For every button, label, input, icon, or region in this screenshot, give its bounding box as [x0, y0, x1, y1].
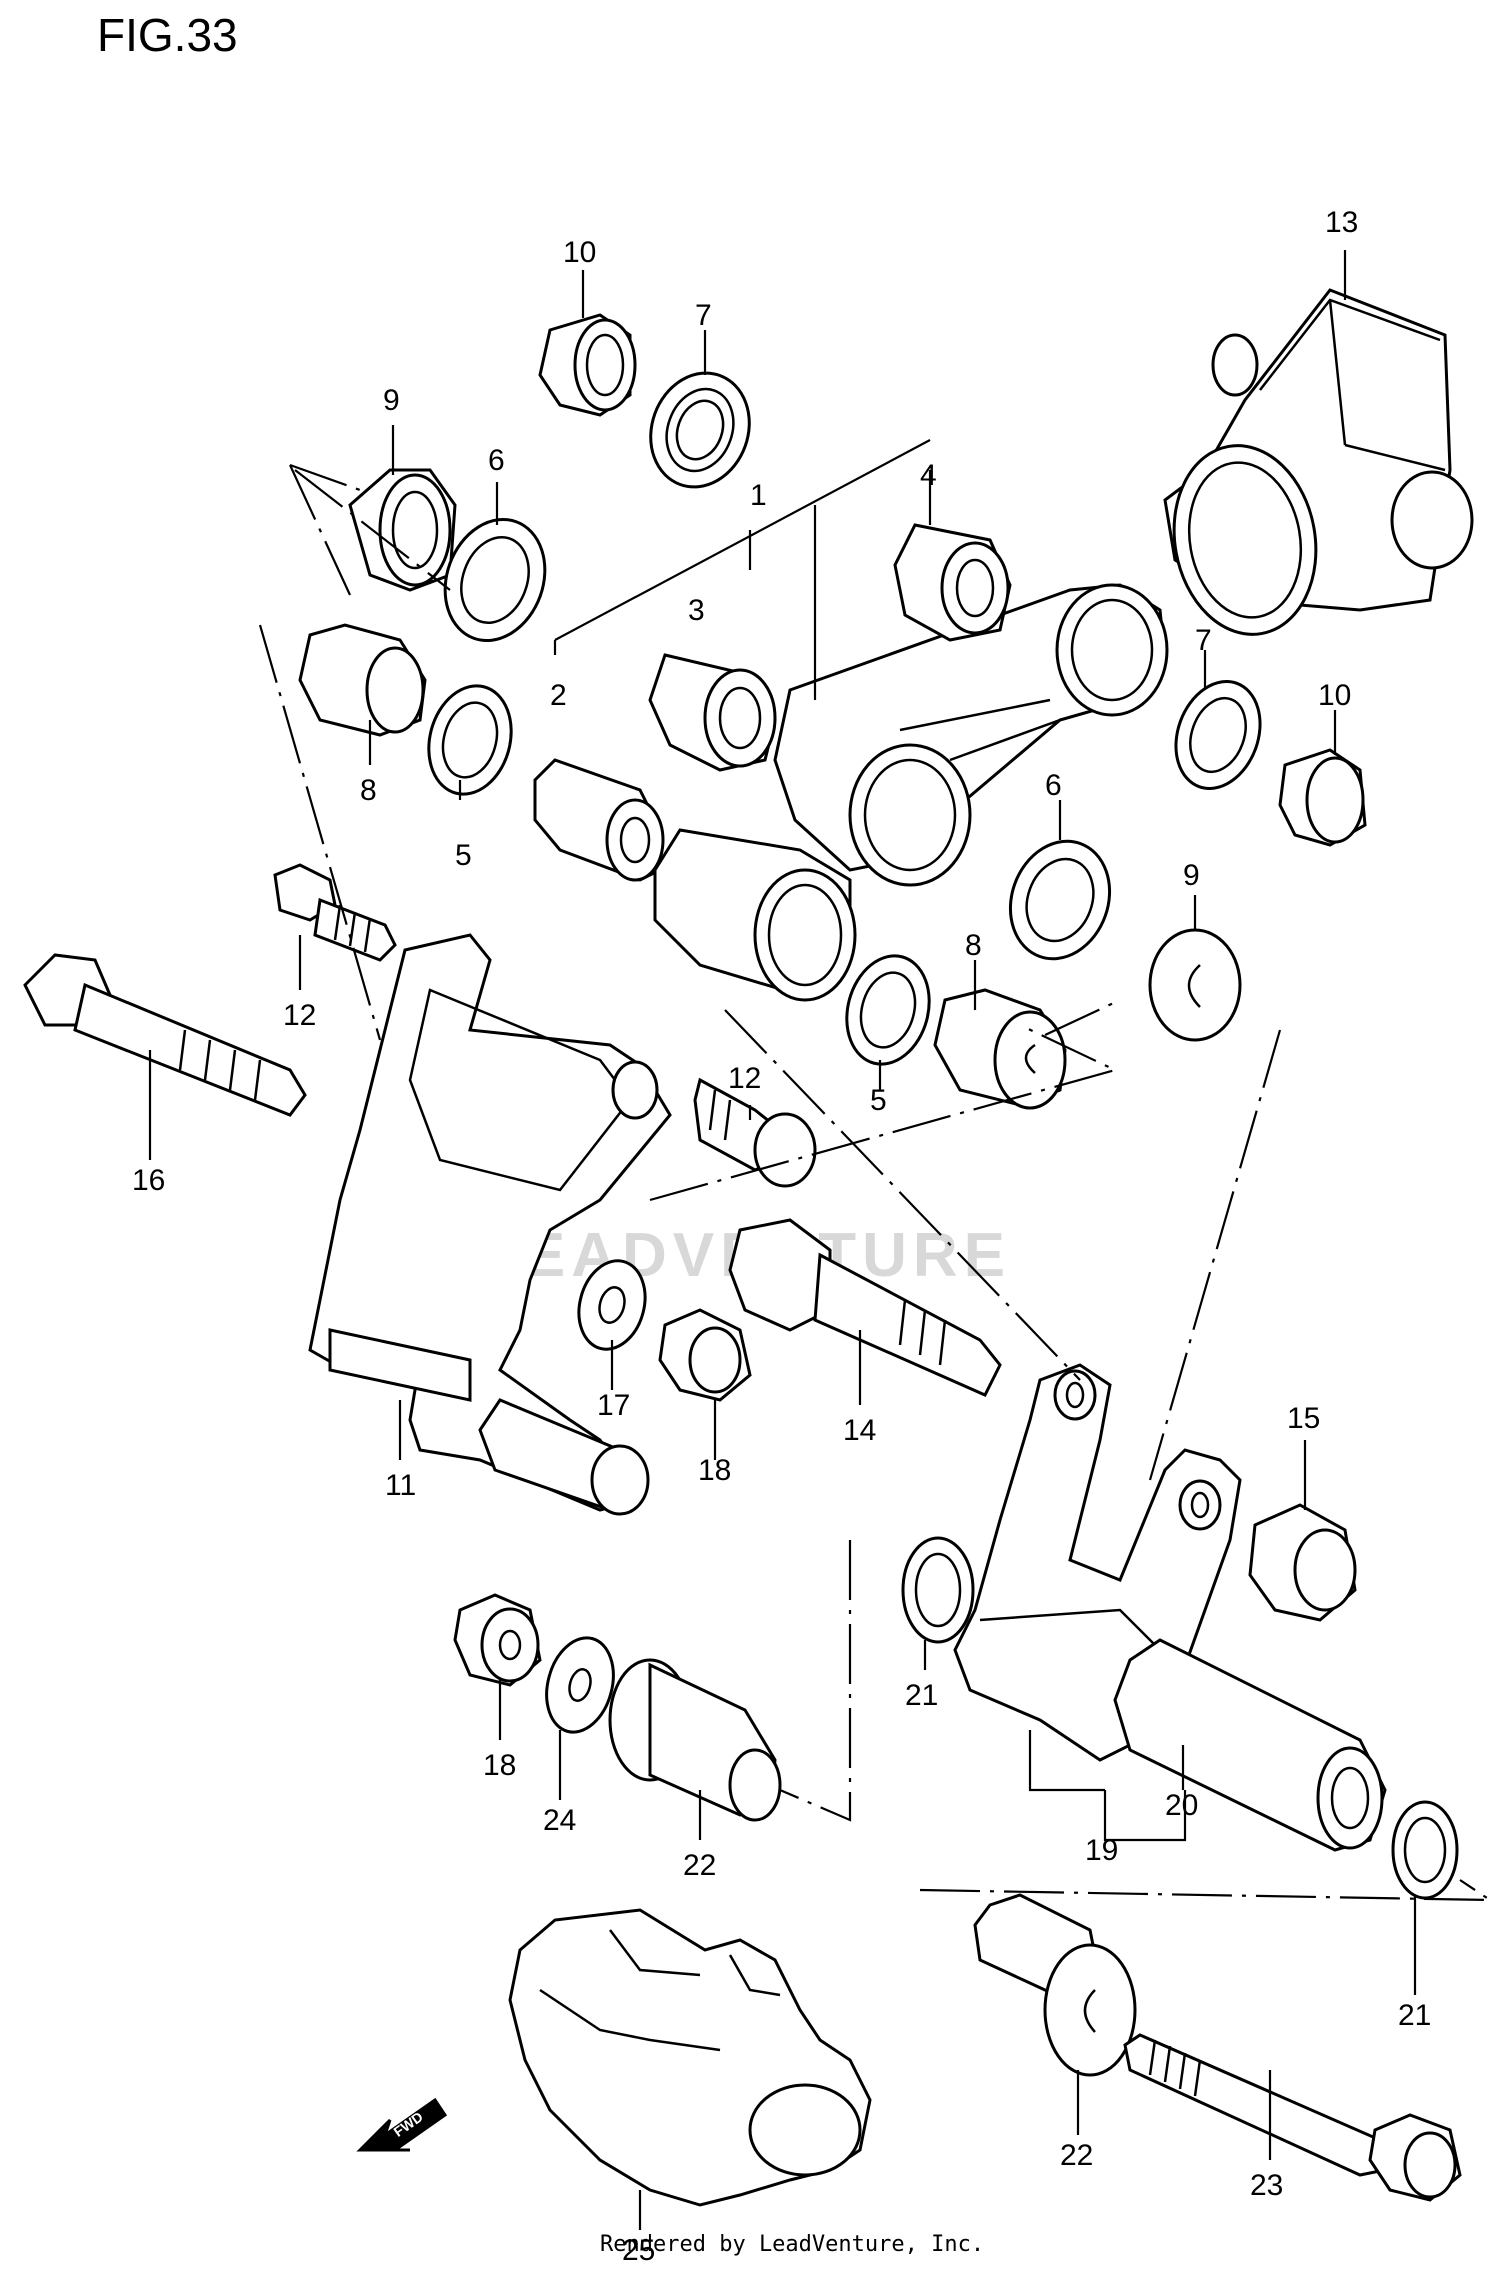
callout-12a: 12 — [283, 999, 316, 1032]
part-25-cover[interactable] — [508, 1908, 872, 2207]
part-21-spacer-right[interactable] — [1391, 1800, 1459, 1900]
part-20-sleeve[interactable] — [1113, 1638, 1387, 1852]
callout-9b: 9 — [1183, 859, 1200, 892]
part-8-bushing-left[interactable] — [298, 623, 427, 737]
fwd-arrow-icon: FWD — [356, 2097, 448, 2152]
callout-10b: 10 — [1318, 679, 1351, 712]
callout-18b: 18 — [483, 1749, 516, 1782]
callout-21a: 21 — [905, 1679, 938, 1712]
part-11-bracket[interactable] — [308, 933, 672, 1516]
callout-labels: 1 2 3 4 5 5 6 6 7 7 8 8 9 9 10 10 11 12 … — [132, 206, 1431, 2267]
callout-21b: 21 — [1398, 1999, 1431, 2032]
callout-8b: 8 — [965, 929, 982, 962]
part-5-seal-right[interactable] — [835, 947, 941, 1074]
callout-6b: 6 — [1045, 769, 1062, 802]
part-18-nut-lower[interactable] — [453, 1593, 542, 1687]
callout-7b: 7 — [1195, 624, 1212, 657]
part-6-seal-left[interactable] — [429, 505, 562, 654]
part-17-washer[interactable] — [569, 1253, 654, 1356]
part-21-spacer-middle[interactable] — [901, 1536, 975, 1644]
callout-5b: 5 — [870, 1084, 887, 1117]
part-23-bolt[interactable] — [1123, 2033, 1462, 2202]
callout-13: 13 — [1325, 206, 1358, 239]
part-13-bracket-housing[interactable] — [1160, 288, 1474, 646]
callout-14: 14 — [843, 1414, 876, 1447]
part-9-collar-right[interactable] — [1148, 928, 1242, 1042]
leader-lines — [148, 250, 1417, 2230]
part-10-collar-right[interactable] — [1278, 748, 1367, 847]
callout-10a: 10 — [563, 236, 596, 269]
part-1-link-arm[interactable] — [773, 583, 1169, 887]
callout-25: 25 — [622, 2234, 655, 2267]
callout-17: 17 — [597, 1389, 630, 1422]
part-7-seal-right[interactable] — [1162, 670, 1275, 801]
callout-12b: 12 — [728, 1062, 761, 1095]
footer-credit: Rendered by LeadVenture, Inc. — [600, 2232, 985, 2257]
part-8-bushing-right[interactable] — [933, 988, 1067, 1110]
figure-title: FIG.33 — [97, 9, 238, 61]
callout-11: 11 — [385, 1469, 416, 1502]
part-1-lower-sleeve[interactable] — [653, 828, 857, 1002]
callout-8a: 8 — [360, 774, 377, 807]
part-6-seal-right[interactable] — [994, 827, 1125, 973]
part-12-bolt-left[interactable] — [273, 863, 397, 962]
part-5-seal-left[interactable] — [417, 677, 523, 804]
part-4-bearing[interactable] — [893, 523, 1012, 642]
part-24-washer[interactable] — [537, 1630, 624, 1739]
callout-2: 2 — [550, 679, 567, 712]
part-7-seal-top[interactable] — [635, 359, 765, 501]
part-18-nut-middle[interactable] — [658, 1308, 752, 1402]
callout-15: 15 — [1287, 1402, 1320, 1435]
callout-23: 23 — [1250, 2169, 1283, 2202]
part-22-collar-right[interactable] — [973, 1893, 1137, 2077]
part-15-nut[interactable] — [1248, 1503, 1357, 1622]
part-16-long-bolt[interactable] — [23, 953, 307, 1117]
alignment-lines — [258, 463, 1494, 1902]
part-9-collar-left[interactable] — [348, 468, 457, 592]
callout-4: 4 — [920, 459, 937, 492]
callout-16: 16 — [132, 1164, 165, 1197]
part-2-sleeve[interactable] — [533, 758, 665, 882]
part-14-bolt[interactable] — [728, 1218, 1002, 1397]
part-3-bearing[interactable] — [648, 653, 777, 772]
part-22-collar-left[interactable] — [608, 1658, 782, 1822]
callout-22b: 22 — [1060, 2139, 1093, 2172]
part-10-collar-top[interactable] — [538, 313, 637, 417]
callout-1: 1 — [750, 479, 767, 512]
callout-9a: 9 — [383, 384, 400, 417]
callout-5a: 5 — [455, 839, 472, 872]
callout-7a: 7 — [695, 299, 712, 332]
callout-20: 20 — [1165, 1789, 1198, 1822]
part-12-bolt-middle[interactable] — [693, 1077, 817, 1188]
callout-22a: 22 — [683, 1849, 716, 1882]
callout-19: 19 — [1085, 1834, 1118, 1867]
callout-24: 24 — [543, 1804, 576, 1837]
callout-3: 3 — [688, 594, 705, 627]
callout-18a: 18 — [698, 1454, 731, 1487]
callout-6a: 6 — [488, 444, 505, 477]
